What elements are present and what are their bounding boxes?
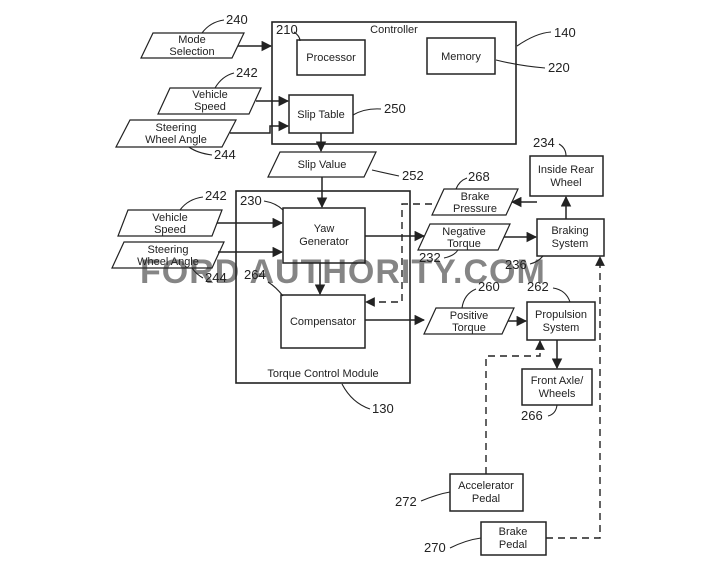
accelerator-pedal-label-line1: Accelerator [458,480,514,492]
ref-230: 230 [240,193,262,208]
ref-250-leader [353,109,381,115]
memory-label: Memory [441,51,481,63]
ref-220: 220 [548,60,570,75]
ref-266: 266 [521,408,543,423]
ref-140-leader [517,32,551,46]
mode-selection-label-line2: Selection [169,46,214,58]
ref-262-leader [553,288,570,302]
slip-value-label: Slip Value [298,159,347,171]
ref-242-top: 242 [236,65,258,80]
processor-label: Processor [306,52,356,64]
ref-234: 234 [533,135,555,150]
ref-244-top-leader [189,147,212,155]
ref-210: 210 [276,22,298,37]
ref-234-leader [559,144,566,156]
vehicle-speed-top-line2: Speed [194,101,226,113]
ref-140: 140 [554,25,576,40]
ref-250: 250 [384,101,406,116]
torque-control-module-label: Torque Control Module [267,368,378,380]
ref-270-leader [450,538,481,548]
steering-wheel-angle-top-arrow [230,126,288,133]
ref-242-mid: 242 [205,188,227,203]
propulsion-system-block [527,302,595,340]
front-axle-wheels-label-line1: Front Axle/ [531,375,585,387]
ref-270: 270 [424,540,446,555]
yaw-generator-label-line1: Yaw [314,223,335,235]
yaw-generator-label-line2: Generator [299,236,349,248]
accelerator-pedal-label-line2: Pedal [472,493,500,505]
braking-system-label-line1: Braking [551,225,588,237]
positive-torque-label-line1: Positive [450,310,489,322]
steering-wheel-angle-top-line1: Steering [156,122,197,134]
mode-selection-label-line1: Mode [178,34,206,46]
ref-130-leader [342,384,370,409]
brake-pressure-label-line2: Pressure [453,203,497,215]
ref-220-leader [496,60,545,68]
vehicle-speed-mid-line2: Speed [154,224,186,236]
ref-244-top: 244 [214,147,236,162]
ref-272: 272 [395,494,417,509]
slip-table-label: Slip Table [297,109,345,121]
positive-torque-label-line2: Torque [452,322,486,334]
front-axle-wheels-label-line2: Wheels [539,388,576,400]
ref-242-mid-leader [180,197,203,210]
compensator-label: Compensator [290,316,356,328]
ref-266-leader [548,405,557,416]
ref-240: 240 [226,12,248,27]
ref-260-leader [462,289,476,308]
controller-label: Controller [370,24,418,36]
inside-rear-wheel-label-line1: Inside Rear [538,164,595,176]
ref-130: 130 [372,401,394,416]
propulsion-system-label-line2: System [543,322,580,334]
brake-pedal-label-line2: Pedal [499,539,527,551]
ref-272-leader [421,492,450,501]
vehicle-speed-mid-line1: Vehicle [152,212,187,224]
watermark-logo: FORD AUTHORITY.COM [140,253,546,291]
vehicle-speed-top-line1: Vehicle [192,89,227,101]
ref-252-leader [372,170,399,176]
ref-230-leader [264,201,283,210]
inside-rear-wheel-block [530,156,603,196]
braking-system-label-line2: System [552,238,589,250]
brake-pressure-label-line1: Brake [461,191,490,203]
propulsion-system-label-line1: Propulsion [535,309,587,321]
inside-rear-wheel-label-line2: Wheel [550,177,581,189]
brake-pedal-label-line1: Brake [499,526,528,538]
ref-268-leader [456,178,467,189]
ref-242-top-leader [215,73,234,88]
steering-wheel-angle-top-line2: Wheel Angle [145,134,207,146]
negative-torque-label-line2: Torque [447,238,481,250]
ref-252: 252 [402,168,424,183]
ref-268: 268 [468,169,490,184]
ref-240-leader [202,20,224,33]
negative-torque-label-line1: Negative [442,226,485,238]
